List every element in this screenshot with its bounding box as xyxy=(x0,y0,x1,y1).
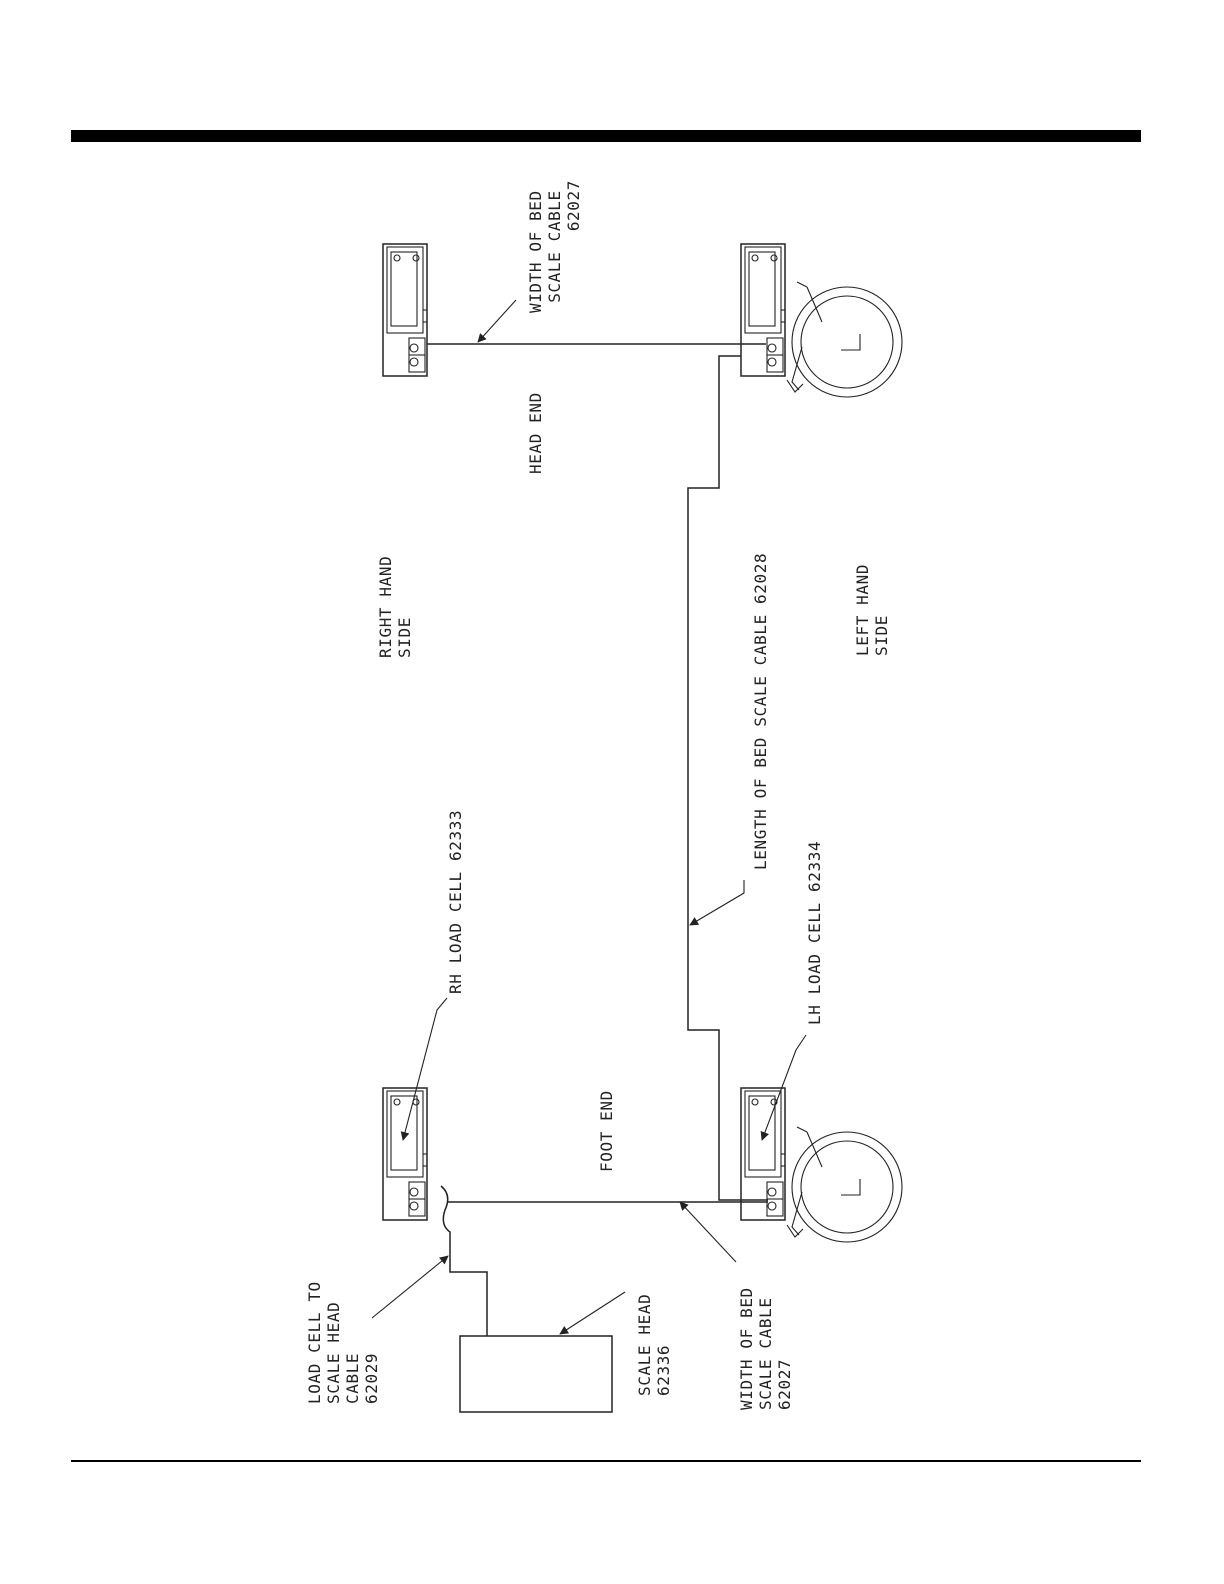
scale-head-box xyxy=(460,1336,612,1412)
label-foot-end: FOOT END xyxy=(597,1090,616,1172)
leader-width-bottom xyxy=(680,1202,736,1262)
header-rule xyxy=(71,130,1141,142)
label-right-hand-side: RIGHT HAND SIDE xyxy=(376,545,414,658)
label-length-cable: LENGTH OF BED SCALE CABLE 62028 xyxy=(751,553,770,870)
load-cell-lh-head xyxy=(741,244,785,376)
label-scale-head: SCALE HEAD 62336 xyxy=(635,1283,673,1396)
label-load-cell-cable: LOAD CELL TO SCALE HEAD CABLE 62029 xyxy=(305,1271,381,1404)
label-width-cable-top: WIDTH OF BED SCALE CABLE 62027 xyxy=(526,180,583,313)
footer-rule xyxy=(71,1460,1141,1462)
leader-length xyxy=(690,880,744,925)
leader-rh xyxy=(403,998,447,1140)
leader-load-cell-cable xyxy=(372,1256,448,1318)
scale-head-cable xyxy=(441,1186,487,1336)
load-cell-rh-foot xyxy=(383,1088,427,1220)
cable-coil-foot xyxy=(787,1127,902,1242)
leader-width-top xyxy=(478,300,516,342)
label-rh-load-cell: RH LOAD CELL 62333 xyxy=(446,810,465,994)
label-lh-load-cell: LH LOAD CELL 62334 xyxy=(805,841,824,1025)
leader-scale-head xyxy=(560,1292,625,1334)
load-cell-rh-head xyxy=(383,244,427,376)
label-width-cable-bottom: WIDTH OF BED SCALE CABLE 62027 xyxy=(737,1277,794,1410)
label-head-end: HEAD END xyxy=(526,392,545,474)
cable-coil-head xyxy=(787,282,902,397)
label-left-hand-side: LEFT HAND SIDE xyxy=(853,554,891,656)
